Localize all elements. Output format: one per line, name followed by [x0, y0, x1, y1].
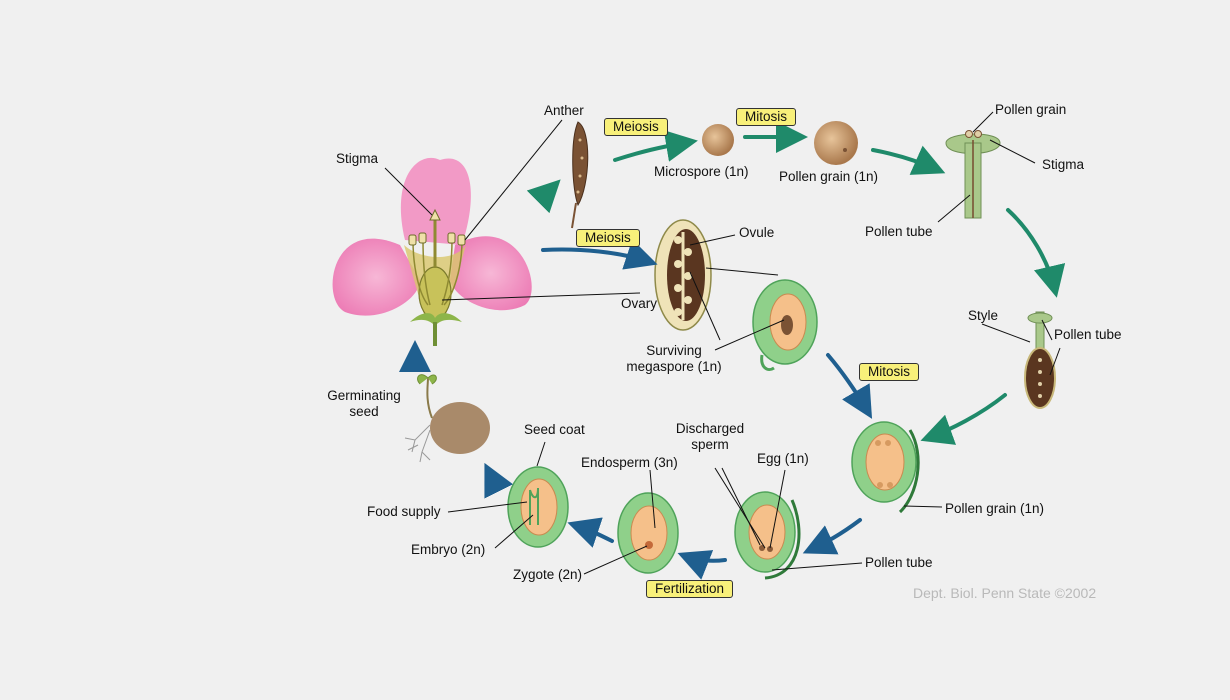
label-pollen-grain: Pollen grain (1n) [779, 169, 879, 184]
flower-illustration [332, 157, 532, 346]
label-endosperm: Endosperm (3n) [581, 455, 678, 470]
label-ovule: Ovule [739, 225, 775, 240]
ovule-mitosis-illustration [851, 421, 920, 514]
arrow-flower-to-ovary [541, 239, 658, 270]
credit-text: Dept. Biol. Penn State ©2002 [913, 585, 1097, 601]
label-discharged-sperm: Discharged sperm [675, 421, 745, 452]
label-stigma-right: Stigma [1042, 157, 1085, 172]
arrow-pollen-to-stigma [871, 145, 946, 175]
label-germinating-seed: Germinating seed [327, 388, 401, 419]
left-petal [332, 238, 420, 316]
label-pollen-tube-bottom: Pollen tube [865, 555, 933, 570]
label-pollen-tube-style: Pollen tube [1054, 327, 1122, 342]
meiosis-badge-ovary: Meiosis [576, 229, 640, 247]
arrow-seed-to-germinating [484, 462, 514, 499]
ovule-megaspore-illustration [752, 279, 818, 371]
pollen-grain-illustration [814, 121, 858, 165]
arrow-mitosis-to-fertilization [802, 518, 862, 555]
germinating-seed-illustration [404, 374, 490, 463]
label-surviving-megaspore: Surviving megaspore (1n) [626, 343, 722, 374]
arrow-fertilization-to-zygote [677, 550, 727, 580]
label-pollen-grain-bottom: Pollen grain (1n) [945, 501, 1045, 516]
mitosis-badge-top: Mitosis [736, 108, 797, 126]
arrow-megaspore-to-mitosis [826, 353, 873, 419]
seed-illustration [507, 466, 569, 548]
mitosis-badge-ovule: Mitosis [859, 363, 920, 381]
fertilization-badge: Fertilization [646, 580, 734, 598]
flower-stigma [429, 208, 441, 221]
arrow-flower-to-anther [526, 179, 561, 214]
label-pollen-tube: Pollen tube [865, 224, 933, 239]
style-pollen-tube-illustration [1024, 311, 1056, 409]
label-seed-coat: Seed coat [524, 422, 585, 437]
ovule-fertilization-illustration [734, 491, 801, 580]
arrow-style-to-ovule [920, 393, 1007, 445]
label-pollen-grain-top: Pollen grain [995, 102, 1067, 117]
label-stigma: Stigma [336, 151, 379, 166]
label-style: Style [968, 308, 999, 323]
label-anther: Anther [544, 103, 584, 118]
leader-lines [384, 111, 1061, 575]
label-embryo: Embryo (2n) [411, 542, 486, 557]
arrow-zygote-to-seed [567, 517, 614, 548]
label-ovary: Ovary [621, 296, 658, 311]
top-petal [400, 157, 471, 245]
label-egg: Egg (1n) [757, 451, 809, 466]
stigma-pollination-illustration [945, 130, 1001, 219]
meiosis-badge-top: Meiosis [604, 118, 668, 136]
label-zygote: Zygote (2n) [513, 567, 583, 582]
ovule-zygote-illustration [617, 492, 679, 574]
label-food-supply: Food supply [367, 504, 441, 519]
anther-illustration [571, 121, 589, 229]
microspore-illustration [702, 124, 734, 156]
cycle-arrows [399, 121, 1066, 580]
arrow-stigma-to-style [1006, 208, 1066, 298]
label-microspore: Microspore (1n) [654, 164, 749, 179]
ovary-ovules-illustration [654, 219, 712, 331]
right-petal [450, 236, 532, 311]
arrow-anther-to-microspore [613, 130, 698, 162]
